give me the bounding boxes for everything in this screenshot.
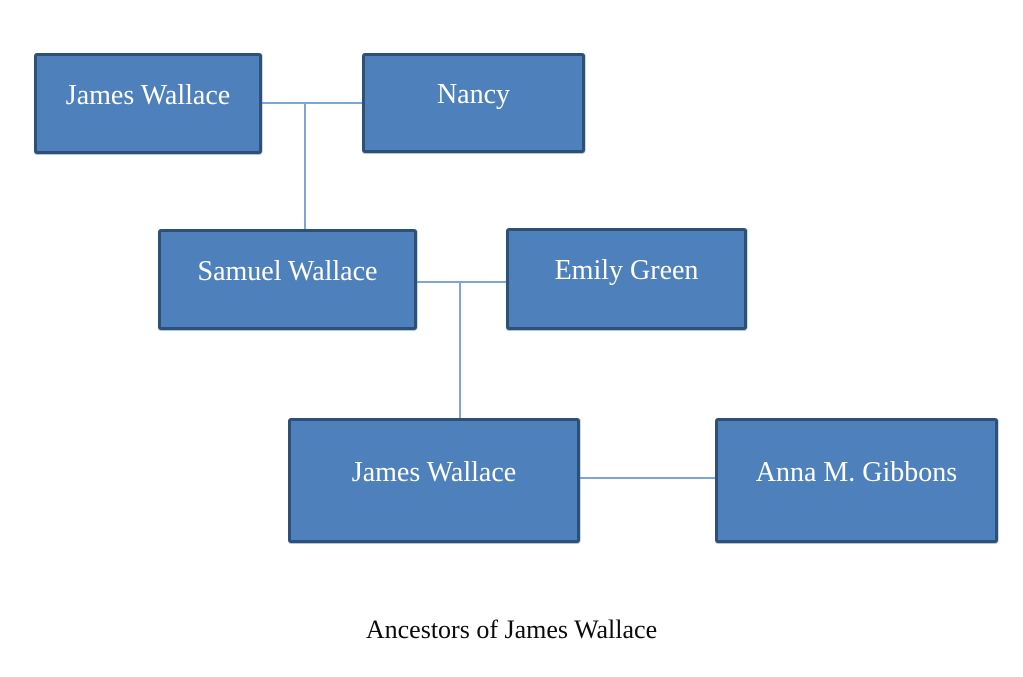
connector-couple-grandparents <box>262 102 362 104</box>
person-name: Emily Green <box>554 255 699 286</box>
connector-child-samuel <box>304 103 306 230</box>
person-box-emily-green: Emily Green <box>506 228 747 330</box>
person-box-anna-m-gibbons: Anna M. Gibbons <box>715 418 998 543</box>
connector-couple-parents <box>417 281 506 283</box>
person-name: James Wallace <box>65 79 231 111</box>
person-box-james-wallace-grandfather: James Wallace <box>34 53 262 154</box>
person-name: James Wallace <box>351 456 517 488</box>
person-name: Samuel Wallace <box>197 255 378 287</box>
connector-couple-subject <box>580 477 715 479</box>
person-box-nancy: Nancy <box>362 53 585 153</box>
person-box-samuel-wallace: Samuel Wallace <box>158 229 417 330</box>
connector-child-james <box>459 282 461 419</box>
person-name: Nancy <box>436 79 511 110</box>
diagram-caption: Ancestors of James Wallace <box>365 615 658 644</box>
person-name: Anna M. Gibbons <box>755 456 958 488</box>
person-box-james-wallace: James Wallace <box>288 418 580 543</box>
